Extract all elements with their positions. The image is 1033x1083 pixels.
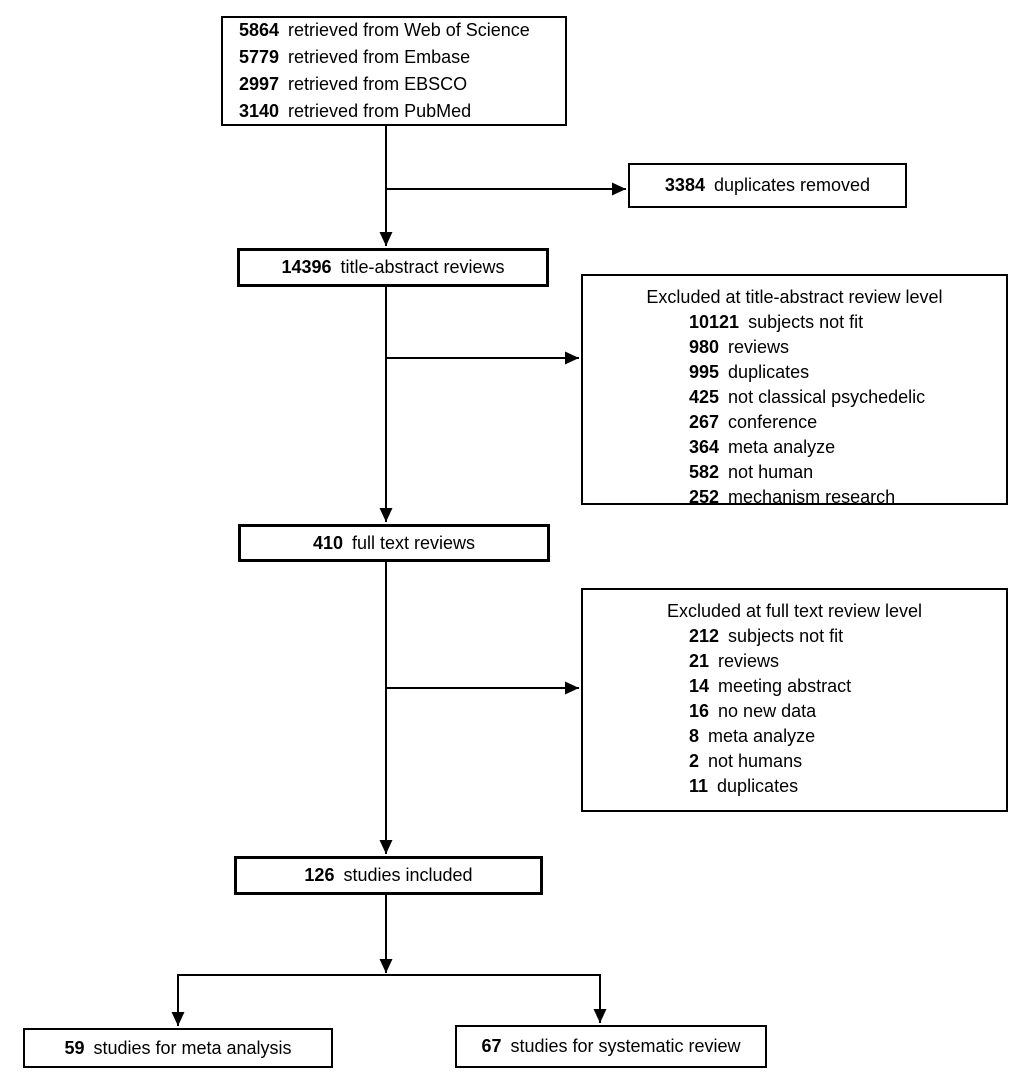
excluded-count: 14 — [689, 676, 710, 696]
systematic-review-label: studies for systematic review — [510, 1036, 741, 1056]
duplicates-label: duplicates removed — [713, 175, 871, 195]
excluded-item: 14 meeting abstract — [583, 674, 1006, 699]
excluded-count: 212 — [689, 626, 720, 646]
excluded-label: not human — [728, 462, 814, 482]
title-abstract-label: title-abstract reviews — [340, 257, 505, 277]
excluded-label: subjects not fit — [728, 626, 844, 646]
excluded-count: 11 — [689, 776, 709, 796]
excluded-item: 582 not human — [583, 460, 1006, 485]
excluded-label: reviews — [718, 651, 780, 671]
source-count: 5779 — [239, 47, 280, 67]
box-studies-included: 126 studies included — [234, 856, 543, 895]
excluded-item: 212 subjects not fit — [583, 624, 1006, 649]
excluded-item: 995 duplicates — [583, 360, 1006, 385]
excluded-item: 21 reviews — [583, 649, 1006, 674]
systematic-review-count: 67 — [481, 1036, 502, 1056]
excluded-count: 8 — [689, 726, 700, 746]
excluded-count: 425 — [689, 387, 720, 407]
excluded-label: reviews — [728, 337, 790, 357]
box-full-text-reviews: 410 full text reviews — [238, 524, 550, 562]
full-text-label: full text reviews — [352, 532, 476, 553]
excluded-label: meta analyze — [728, 437, 836, 457]
excluded-item: 8 meta analyze — [583, 724, 1006, 749]
excluded-count: 582 — [689, 462, 720, 482]
excluded-count: 252 — [689, 487, 720, 507]
excluded-count: 10121 — [689, 312, 740, 332]
excluded-full-text-heading: Excluded at full text review level — [666, 601, 923, 621]
excluded-count: 364 — [689, 437, 720, 457]
excluded-item: 364 meta analyze — [583, 435, 1006, 460]
excluded-item: 252 mechanism research — [583, 485, 1006, 510]
source-line: 2997 retrieved from EBSCO — [239, 71, 565, 98]
excluded-item: 10121 subjects not fit — [583, 310, 1006, 335]
meta-analysis-label: studies for meta analysis — [93, 1037, 292, 1058]
excluded-count: 980 — [689, 337, 720, 357]
meta-analysis-count: 59 — [64, 1037, 85, 1058]
box-meta-analysis: 59 studies for meta analysis — [23, 1028, 333, 1068]
excluded-item: 980 reviews — [583, 335, 1006, 360]
source-line: 5779 retrieved from Embase — [239, 44, 565, 71]
source-count: 5864 — [239, 20, 280, 40]
title-abstract-count: 14396 — [281, 257, 332, 277]
excluded-label: no new data — [718, 701, 817, 721]
box-title-abstract-reviews: 14396 title-abstract reviews — [237, 248, 549, 287]
excluded-label: meeting abstract — [718, 676, 852, 696]
included-count: 126 — [304, 865, 335, 885]
excluded-label: subjects not fit — [748, 312, 864, 332]
excluded-item: 2 not humans — [583, 749, 1006, 774]
excluded-label: duplicates — [728, 362, 810, 382]
excluded-item: 16 no new data — [583, 699, 1006, 724]
excluded-count: 2 — [689, 751, 700, 771]
box-systematic-review: 67 studies for systematic review — [455, 1025, 767, 1068]
excluded-count: 267 — [689, 412, 720, 432]
source-line: 5864 retrieved from Web of Science — [239, 17, 565, 44]
excluded-item: 11 duplicates — [583, 774, 1006, 799]
box-excluded-title-abstract: Excluded at title-abstract review level … — [581, 274, 1008, 507]
duplicates-count: 3384 — [664, 175, 705, 195]
box-retrieval-sources: 5864 retrieved from Web of Science 5779 re… — [221, 16, 567, 126]
source-label: retrieved from Embase — [288, 47, 471, 67]
excluded-label: meta analyze — [708, 726, 816, 746]
excluded-title-abstract-heading: Excluded at title-abstract review level — [646, 287, 943, 307]
source-label: retrieved from EBSCO — [288, 74, 468, 94]
source-count: 3140 — [239, 101, 280, 121]
included-label: studies included — [343, 865, 473, 885]
source-count: 2997 — [239, 74, 280, 94]
excluded-count: 21 — [689, 651, 710, 671]
source-line: 3140 retrieved from PubMed — [239, 98, 565, 125]
excluded-label: not humans — [708, 751, 803, 771]
excluded-item: 267 conference — [583, 410, 1006, 435]
excluded-label: not classical psychedelic — [728, 387, 926, 407]
excluded-label: mechanism research — [728, 487, 896, 507]
excluded-label: duplicates — [717, 776, 799, 796]
excluded-count: 16 — [689, 701, 710, 721]
excluded-item: 425 not classical psychedelic — [583, 385, 1006, 410]
excluded-label: conference — [728, 412, 818, 432]
box-duplicates-removed: 3384 duplicates removed — [628, 163, 907, 208]
source-label: retrieved from PubMed — [288, 101, 472, 121]
excluded-count: 995 — [689, 362, 720, 382]
full-text-count: 410 — [312, 532, 343, 553]
source-label: retrieved from Web of Science — [288, 20, 530, 40]
